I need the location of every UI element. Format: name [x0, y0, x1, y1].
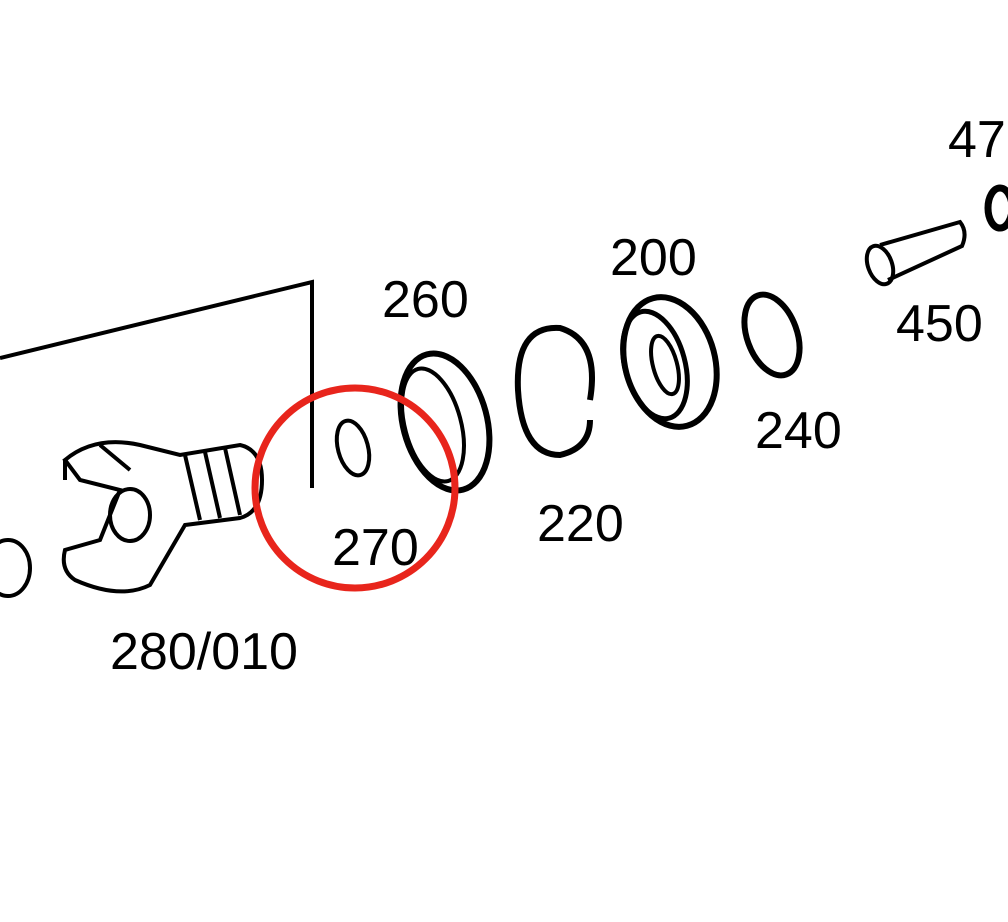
label-270: 270	[332, 519, 419, 577]
part-280-010-yoke	[61, 440, 265, 594]
part-240-ring	[741, 291, 803, 379]
assembly-bracket-line	[0, 279, 314, 488]
part-450-bolt	[864, 219, 967, 287]
highlight-circle	[251, 384, 459, 592]
label-220: 220	[537, 495, 624, 553]
label-450: 450	[896, 295, 983, 353]
part-left-edge	[0, 538, 32, 598]
label-200: 200	[610, 229, 697, 287]
part-220-snap-ring	[514, 324, 595, 459]
part-200-bearing	[620, 294, 720, 430]
label-47: 47	[948, 111, 1006, 169]
part-270-oring	[334, 418, 372, 478]
label-260: 260	[382, 271, 469, 329]
part-47x-washer	[984, 184, 1008, 232]
label-240: 240	[755, 402, 842, 460]
label-280-010: 280/010	[110, 623, 298, 681]
part-260-seal	[397, 350, 493, 494]
